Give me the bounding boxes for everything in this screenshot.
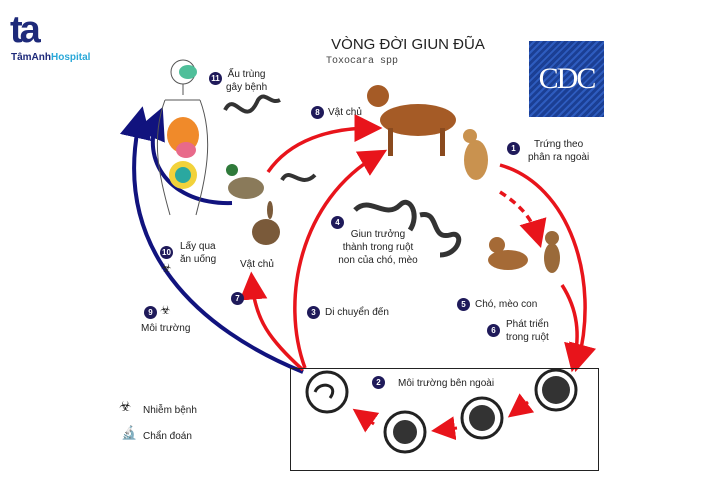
step-3-number: 3 <box>307 306 320 319</box>
egg-stage-2 <box>460 396 504 440</box>
cdc-logo: CDC <box>529 41 604 117</box>
arrow-1 <box>499 163 597 373</box>
arrow-6 <box>560 284 592 373</box>
arrow-8 <box>266 114 383 173</box>
legend-infective: Nhiễm bệnh <box>143 405 197 416</box>
biohazard-icon: ☣ <box>160 303 171 317</box>
dog-icon <box>367 85 456 156</box>
host-label: Vật chủ <box>240 259 274 270</box>
hospital-name: TâmAnhHospital <box>11 52 90 63</box>
kitten-icon <box>544 231 560 273</box>
biohazard-icon: ☣ <box>119 398 132 414</box>
puppy-icon <box>488 237 528 270</box>
step-5-label: Chó, mèo con <box>475 299 538 310</box>
step-3-label: Di chuyển đến <box>325 307 389 318</box>
cat-icon <box>463 129 488 180</box>
step-9-number: 9 <box>144 306 157 319</box>
step-2-number: 2 <box>372 376 385 389</box>
egg-stage-1 <box>534 368 578 412</box>
step-6-label: Phát triển trong ruột <box>506 319 549 343</box>
egg-stage-3 <box>383 410 427 454</box>
diagram-subtitle: Toxocara spp <box>325 56 398 67</box>
hospital-name-part2: Hospital <box>51 52 91 63</box>
step-10-number: 10 <box>160 246 173 259</box>
step-1-number: 1 <box>507 142 520 155</box>
step-2-label: Môi trường bên ngoài <box>398 378 495 389</box>
diagram-title: VÒNG ĐỜI GIUN ĐŨA <box>331 36 485 53</box>
legend-diagnostic: Chẩn đoán <box>143 431 192 442</box>
arrow-dashed-kittens <box>499 190 547 249</box>
step-1-label: Trứng theo phân ra ngoài <box>528 139 590 163</box>
human-figure <box>156 59 209 216</box>
step-4-number: 4 <box>331 216 344 229</box>
duck-icon <box>226 164 264 199</box>
step-5-number: 5 <box>457 298 470 311</box>
hospital-logo: ta <box>10 9 41 51</box>
step-11-label: Ấu trùng gây bệnh <box>226 69 268 93</box>
step-9-label: Môi trường <box>141 323 191 334</box>
external-environment-box <box>290 368 599 471</box>
egg-stage-embryonated <box>305 370 349 414</box>
step-8-label: Vật chủ <box>328 107 362 118</box>
rabbit-icon <box>252 201 280 245</box>
step-10-label: Lấy qua ăn uống <box>180 241 217 265</box>
adult-worm <box>353 200 417 232</box>
arrow-3 <box>293 149 388 369</box>
step-4-label: Giun trưởng thành trong ruột non của chó… <box>338 229 418 266</box>
arrow-7 <box>239 271 305 372</box>
egg-arrow <box>507 393 535 418</box>
egg-arrow <box>431 416 458 441</box>
larva-worm-duck <box>280 173 317 182</box>
hospital-name-part1: TâmAnh <box>11 52 51 63</box>
egg-arrow <box>352 408 380 433</box>
step-8-number: 8 <box>311 106 324 119</box>
biohazard-icon: ☣ <box>161 261 172 275</box>
step-7-number: 7 <box>231 292 244 305</box>
larva-worm <box>223 94 281 114</box>
step-11-number: 11 <box>209 72 222 85</box>
microscope-icon: 🔬 <box>121 425 138 440</box>
arrow-10-host-to-human <box>135 106 233 206</box>
arrow-9-environment-to-human <box>119 106 304 374</box>
adult-worm <box>419 212 462 258</box>
step-6-number: 6 <box>487 324 500 337</box>
